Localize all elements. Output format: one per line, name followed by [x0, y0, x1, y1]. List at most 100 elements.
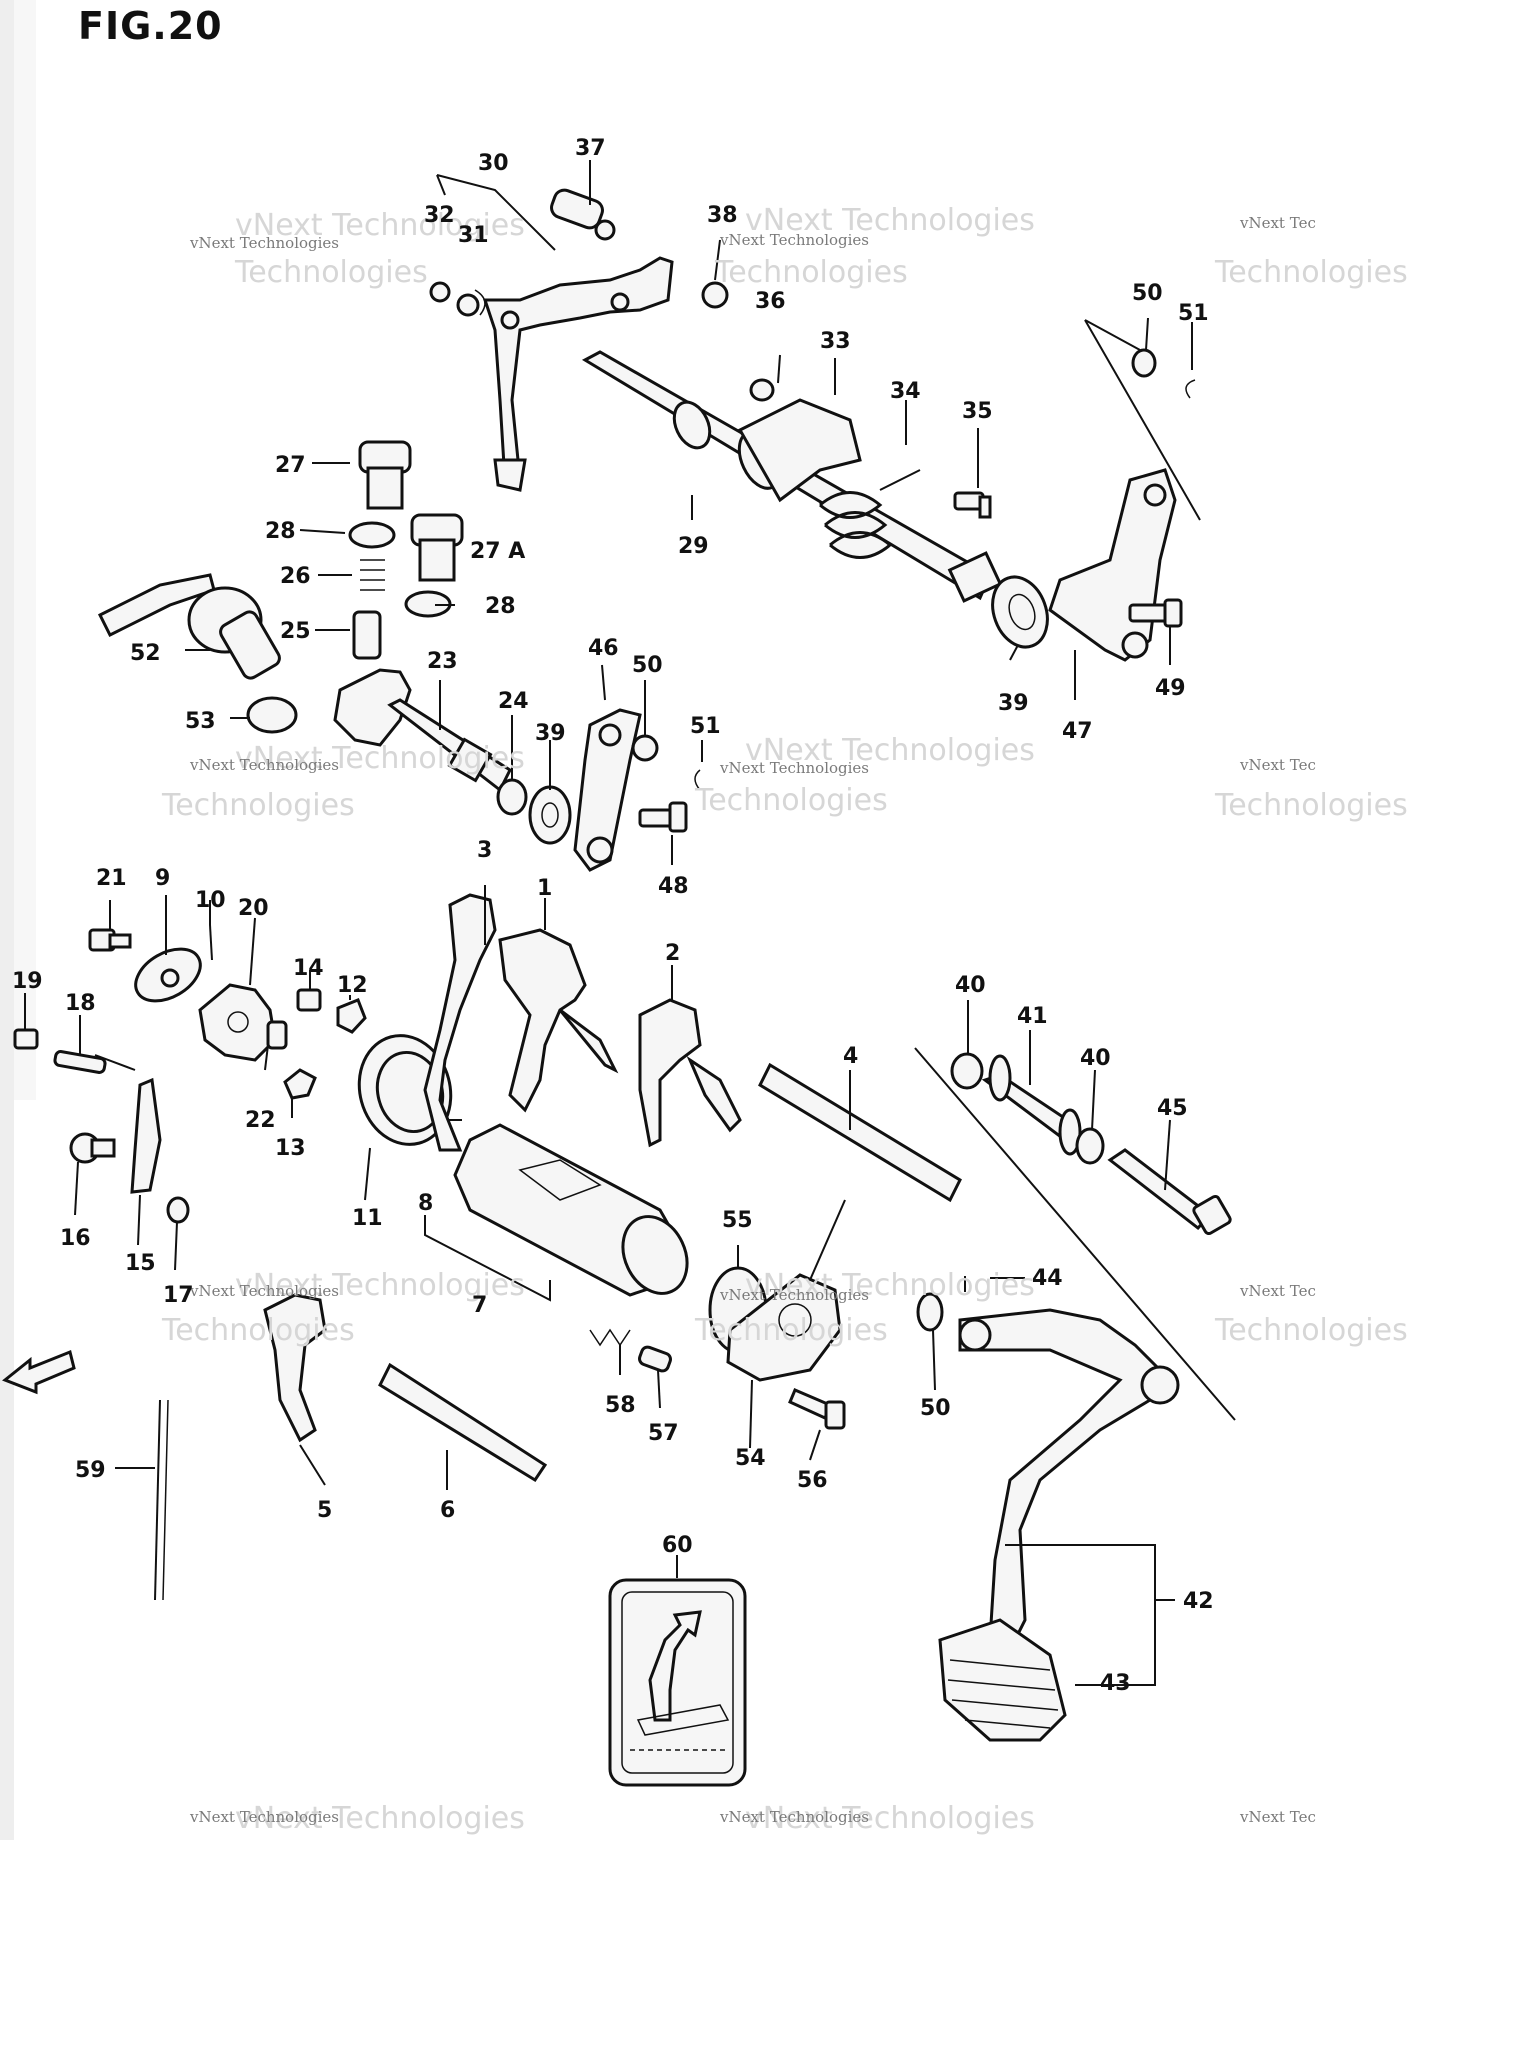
label-46: 46 — [588, 636, 619, 661]
label-1: 1 — [537, 876, 552, 901]
shift-fork-2 — [638, 998, 742, 1148]
leader-42 — [1005, 1544, 1156, 1686]
watermark: vNext Tec — [1239, 756, 1316, 774]
gasket-28 — [348, 521, 396, 549]
label-49: 49 — [1155, 676, 1186, 701]
label-58: 58 — [605, 1393, 636, 1418]
oil-seal-39-mid — [528, 785, 572, 845]
label-22: 22 — [245, 1108, 276, 1133]
label-47: 47 — [1062, 719, 1093, 744]
label-23: 23 — [427, 649, 458, 674]
shift-fork-1 — [498, 928, 619, 1113]
watermark: vNext Technologies — [189, 1282, 339, 1300]
leader-7 — [424, 1215, 551, 1302]
pin-22 — [266, 1020, 288, 1050]
label-39b: 39 — [535, 721, 566, 746]
watermark: Technologies — [694, 1313, 888, 1348]
watermark: Technologies — [1214, 788, 1408, 823]
label-2: 2 — [665, 941, 680, 966]
label-45: 45 — [1157, 1096, 1188, 1121]
label-60: 60 — [662, 1533, 693, 1558]
label-20: 20 — [238, 896, 269, 921]
leader-upper-right — [1084, 319, 1201, 521]
label-14: 14 — [293, 956, 324, 981]
bolt-48 — [638, 801, 688, 833]
watermark: vNext Tec — [1239, 214, 1316, 232]
label-15: 15 — [125, 1251, 156, 1276]
label-56: 56 — [797, 1468, 828, 1493]
label-38: 38 — [707, 203, 738, 228]
bolt-21 — [88, 928, 132, 952]
gear-position-switch-54 — [726, 1199, 846, 1382]
neutral-switch-52 — [97, 573, 281, 680]
label-28b: 28 — [485, 594, 516, 619]
label-27: 27 — [275, 453, 306, 478]
label-32: 32 — [424, 203, 455, 228]
leader-30 — [436, 174, 556, 251]
bolt-14 — [296, 988, 322, 1012]
o-ring-53 — [246, 696, 298, 734]
watermark: Technologies — [714, 255, 908, 290]
watermark: vNext Tec — [1239, 1282, 1316, 1300]
watermark: vNext Technologies — [745, 203, 1035, 238]
shaft-41 — [981, 1054, 1082, 1156]
watermark: Technologies — [694, 783, 888, 818]
clip-51-mid — [694, 769, 701, 791]
watermark-layer: vNext Technologies vNext Technologies Te… — [161, 203, 1408, 1836]
label-6: 6 — [440, 1498, 455, 1523]
spring-58 — [589, 1328, 631, 1347]
washer-17 — [166, 1196, 190, 1224]
watermark: vNext Technologies — [719, 1286, 869, 1304]
label-13: 13 — [275, 1136, 306, 1161]
label-25: 25 — [280, 619, 311, 644]
label-8: 8 — [418, 1191, 433, 1216]
label-37: 37 — [575, 136, 606, 161]
label-21: 21 — [96, 866, 127, 891]
watermark: vNext Technologies — [235, 1801, 525, 1836]
pin-57 — [638, 1345, 672, 1373]
shift-fork-3 — [423, 893, 497, 1152]
watermark: Technologies — [1214, 1313, 1408, 1348]
label-30: 30 — [478, 151, 509, 176]
clip-31-32 — [429, 281, 486, 317]
label-28: 28 — [265, 519, 296, 544]
label-7: 7 — [472, 1293, 487, 1318]
label-40b: 40 — [1080, 1046, 1111, 1071]
label-17: 17 — [163, 1283, 194, 1308]
watermark: vNext Technologies — [719, 759, 869, 777]
watermark: Technologies — [161, 788, 355, 823]
label-12: 12 — [337, 973, 368, 998]
label-26: 26 — [280, 564, 311, 589]
label-29: 29 — [678, 534, 709, 559]
bolt-37 — [550, 188, 616, 241]
part-labels: 30 37 32 31 38 36 33 34 35 50 51 29 39 4… — [12, 136, 1214, 1696]
bolt-35 — [953, 491, 992, 519]
oil-seal-39-upper — [991, 575, 1049, 649]
tie-59 — [154, 1399, 161, 1601]
label-50: 50 — [1132, 281, 1163, 306]
washer-40a — [950, 1052, 984, 1090]
stopper-23 — [333, 668, 512, 793]
label-44: 44 — [1032, 1266, 1063, 1291]
label-59: 59 — [75, 1458, 106, 1483]
label-51: 51 — [1178, 301, 1209, 326]
label-50c: 50 — [920, 1396, 951, 1421]
watermark: Technologies — [161, 1313, 355, 1348]
watermark: vNext Technologies — [719, 231, 869, 249]
watermark: vNext Technologies — [719, 1808, 869, 1826]
washer-13 — [283, 1068, 317, 1100]
label-52: 52 — [130, 641, 161, 666]
washer-50-mid — [631, 734, 659, 762]
label-34: 34 — [890, 379, 921, 404]
gearshift-arm-47 — [1048, 468, 1177, 662]
pin-25 — [352, 610, 382, 660]
label-16: 16 — [60, 1226, 91, 1251]
watermark: vNext Tec — [1239, 1808, 1316, 1826]
shift-arm-30 — [482, 256, 674, 492]
pin-18 — [53, 1050, 107, 1074]
part-12 — [336, 998, 367, 1034]
watermark: vNext Technologies — [745, 1268, 1035, 1303]
leader-right — [914, 1047, 1236, 1421]
watermark: Technologies — [1214, 255, 1408, 290]
